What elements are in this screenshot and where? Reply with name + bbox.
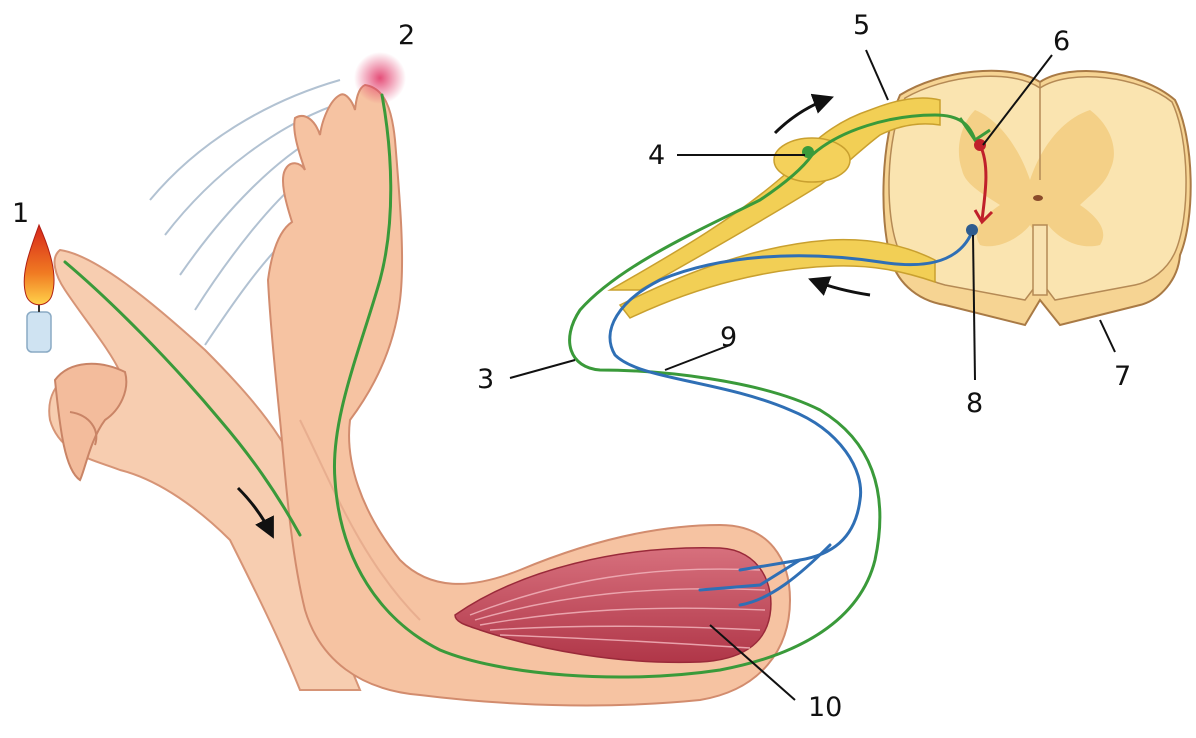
label-2: 2 — [398, 20, 415, 51]
label-9: 9 — [720, 322, 737, 353]
label-3: 3 — [477, 364, 494, 395]
candle-icon — [24, 225, 54, 352]
label-8: 8 — [966, 388, 983, 419]
motor-cell-body — [966, 224, 978, 236]
label-1: 1 — [12, 198, 29, 229]
stimulus-glow — [354, 52, 406, 104]
central-canal — [1033, 195, 1043, 201]
label-6: 6 — [1053, 26, 1070, 57]
label-7: 7 — [1114, 361, 1131, 392]
arrow-sensory-up — [775, 98, 830, 133]
label-10: 10 — [808, 692, 842, 723]
spinal-ganglion — [774, 138, 850, 182]
label-4: 4 — [648, 140, 665, 171]
label-5: 5 — [853, 10, 870, 41]
sensory-cell-body — [802, 146, 814, 158]
arrow-motor-down — [812, 280, 870, 295]
